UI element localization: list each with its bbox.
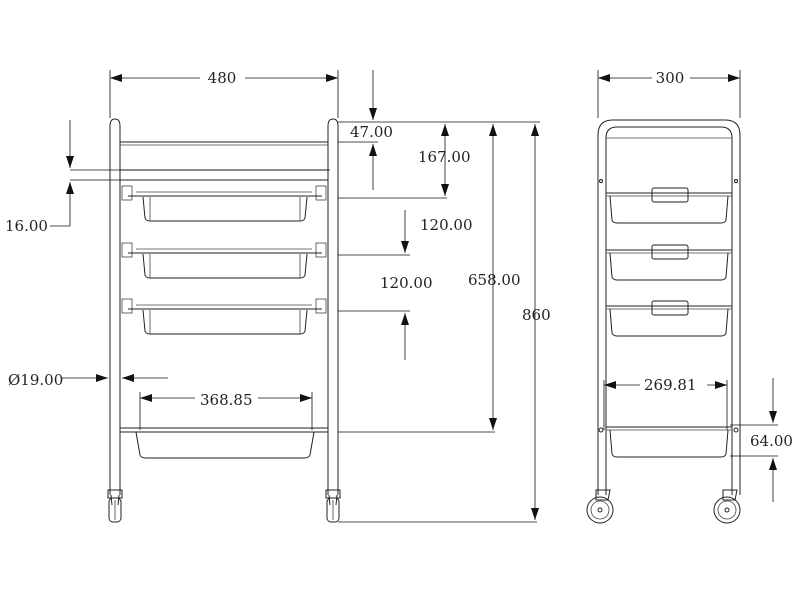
dim-rail-thickness: 16.00 — [5, 217, 48, 235]
side-frame-inner — [605, 126, 733, 495]
arrowhead — [769, 458, 777, 470]
caster-wheel — [586, 496, 614, 524]
dim-drawer-depth: 269.81 — [644, 376, 697, 394]
arrowhead — [110, 74, 122, 82]
arrowhead — [66, 156, 74, 168]
dim-drawer-pitch-2: 120.00 — [380, 274, 433, 292]
bolt — [598, 427, 604, 433]
caster-hub — [590, 500, 610, 520]
arrowhead — [326, 74, 338, 82]
drawer-handle — [651, 300, 689, 316]
drawer-2 — [142, 253, 308, 279]
arrowhead — [598, 74, 610, 82]
post-foot — [328, 494, 338, 506]
side-drawer — [609, 429, 729, 458]
arrowhead — [401, 313, 409, 325]
side-frame — [597, 119, 741, 495]
caster-axle — [597, 507, 603, 513]
dim-width-480: 480 — [208, 69, 237, 87]
arrowhead — [531, 508, 539, 520]
caster-hub — [717, 500, 737, 520]
side-drawer — [609, 252, 729, 281]
arrowhead — [300, 394, 312, 402]
drawer-1 — [142, 196, 308, 222]
dimension-lines — [50, 70, 778, 523]
bottom-tray — [135, 431, 315, 459]
drawer-3 — [142, 309, 308, 335]
arrowhead — [604, 381, 616, 389]
frame-post — [109, 118, 121, 495]
arrowhead — [728, 74, 740, 82]
dim-top-to-bottom-drawer: 658.00 — [468, 271, 521, 289]
drawer-bracket — [315, 242, 327, 258]
side-drawer — [609, 308, 729, 337]
caster-wheel — [713, 496, 741, 524]
arrowhead — [715, 381, 727, 389]
dim-top-gap: 47.00 — [350, 123, 393, 141]
dim-drawer-height: 64.00 — [750, 432, 793, 450]
arrowhead — [441, 124, 449, 136]
drawer-handle — [651, 187, 689, 203]
drawer-bracket — [315, 185, 327, 201]
arrowhead — [122, 374, 134, 382]
bolt — [733, 427, 739, 433]
arrowhead — [140, 394, 152, 402]
arrowhead — [531, 124, 539, 136]
dim-top-to-first-drawer: 167.00 — [418, 148, 471, 166]
arrowhead — [441, 184, 449, 196]
drawer-handle — [651, 244, 689, 260]
upper-rail — [119, 169, 329, 181]
arrowhead — [489, 418, 497, 430]
drawer-bracket — [121, 298, 133, 314]
arrowhead — [96, 374, 108, 382]
dim-side-width: 300 — [656, 69, 685, 87]
arrowhead — [369, 144, 377, 156]
frame-post — [327, 118, 339, 495]
caster-wheel — [326, 497, 340, 523]
side-drawer — [609, 195, 729, 224]
drawer-bracket — [315, 298, 327, 314]
caster-mount — [722, 489, 738, 501]
arrowhead — [769, 411, 777, 423]
caster-wheel — [108, 497, 122, 523]
post-foot — [110, 494, 120, 506]
arrowhead — [66, 182, 74, 194]
dim-drawer-width: 368.85 — [200, 391, 253, 409]
dim-total-height: 860 — [522, 306, 551, 324]
arrowhead — [401, 241, 409, 253]
arrowhead — [489, 124, 497, 136]
caster-axle — [724, 507, 730, 513]
dimension-labels: 480 47.00 167.00 16.00 120.00 120.00 658… — [5, 69, 793, 450]
drawer-bracket — [121, 185, 133, 201]
dim-drawer-pitch-1: 120.00 — [420, 216, 473, 234]
drawer-bracket — [121, 242, 133, 258]
bolt — [599, 179, 603, 183]
drawing-geometry — [107, 118, 741, 524]
bolt — [734, 179, 738, 183]
arrowhead — [369, 108, 377, 120]
dim-tube-diameter: Ø19.00 — [8, 371, 63, 389]
